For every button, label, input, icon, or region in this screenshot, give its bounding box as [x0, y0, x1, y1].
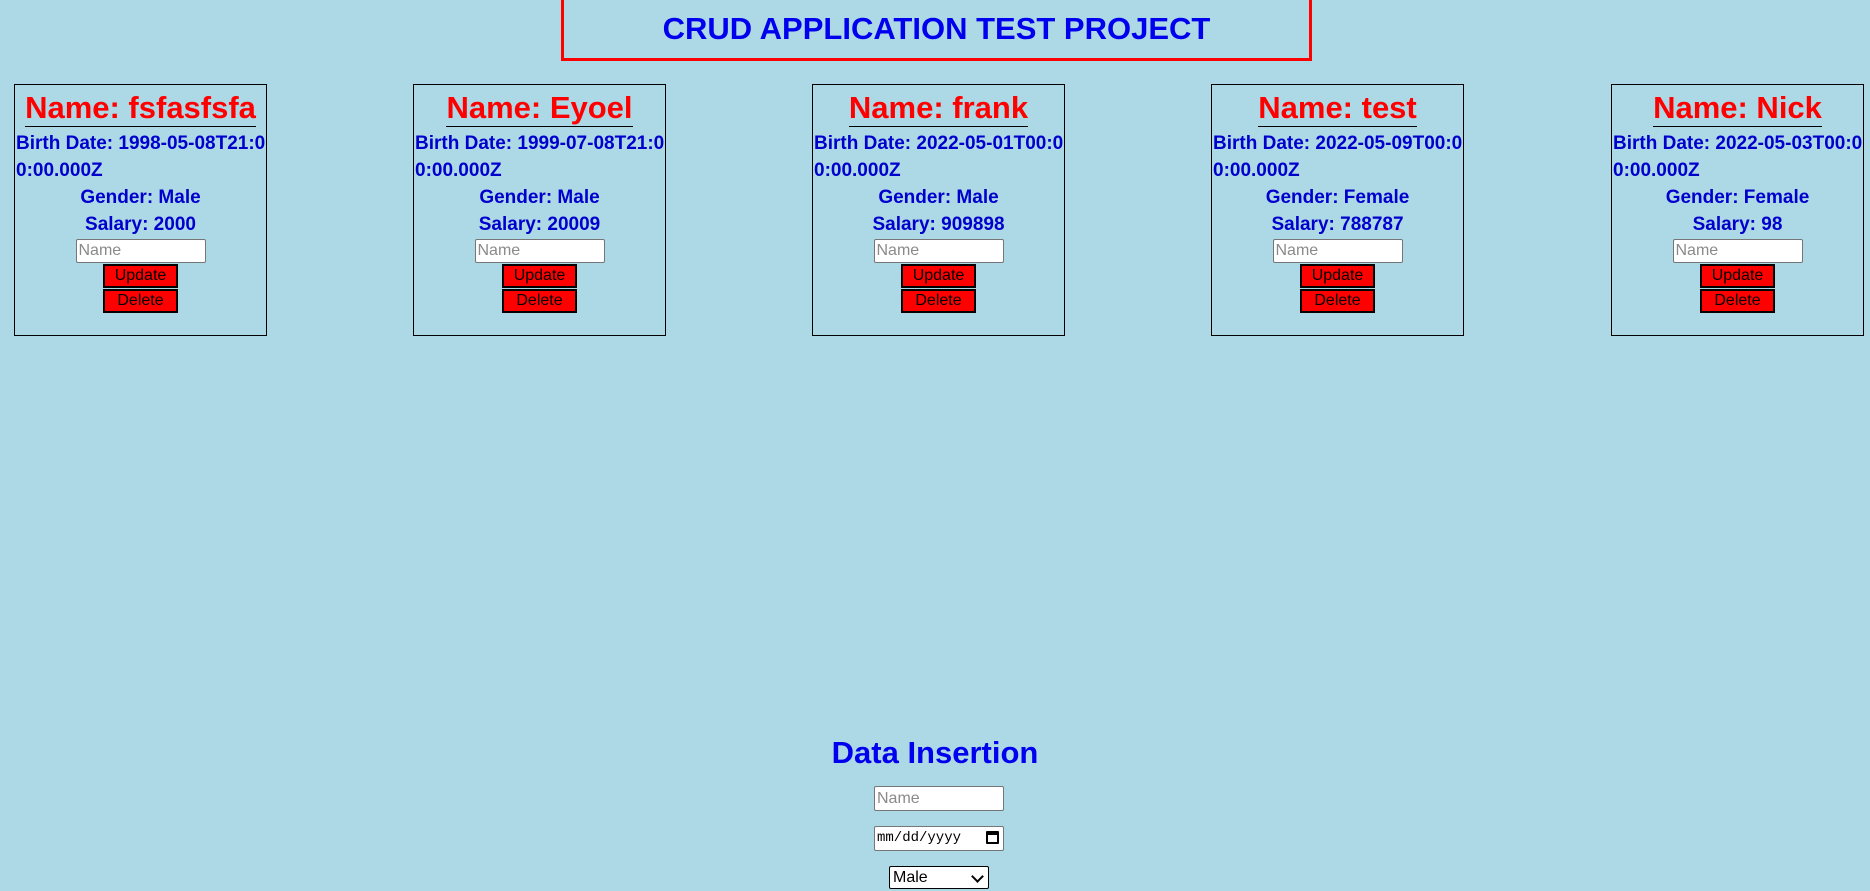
update-button[interactable]: Update: [1300, 264, 1375, 288]
card-salary: Salary: 788787: [1271, 214, 1404, 235]
card-salary: Salary: 2000: [85, 214, 196, 235]
insert-date-input[interactable]: mm/dd/yyyy: [874, 826, 1004, 851]
employee-card: Name: frank Birth Date: 2022-05-01T00:00…: [812, 84, 1065, 336]
card-salary: Salary: 98: [1692, 214, 1783, 235]
page-title-banner: CRUD APPLICATION TEST PROJECT: [561, 0, 1312, 61]
card-name-input[interactable]: [75, 239, 206, 263]
employee-card: Name: test Birth Date: 2022-05-09T00:00:…: [1211, 84, 1464, 336]
page-title: CRUD APPLICATION TEST PROJECT: [662, 11, 1211, 46]
card-name: Name: test: [1258, 90, 1417, 127]
update-button[interactable]: Update: [502, 264, 577, 288]
card-gender: Gender: Male: [878, 187, 999, 208]
card-name: Name: fsfasfsfa: [25, 90, 256, 127]
calendar-icon[interactable]: [986, 831, 999, 844]
date-placeholder: mm/dd/yyyy: [877, 830, 962, 846]
card-birth-date: Birth Date: 2022-05-03T00:00:00.000Z: [1613, 133, 1863, 181]
employee-card: Name: fsfasfsfa Birth Date: 1998-05-08T2…: [14, 84, 267, 336]
delete-button[interactable]: Delete: [1700, 289, 1775, 313]
update-button[interactable]: Update: [901, 264, 976, 288]
card-name-input[interactable]: [474, 239, 605, 263]
card-birth-date: Birth Date: 1999-07-08T21:00:00.000Z: [415, 133, 665, 181]
card-name-input[interactable]: [1672, 239, 1803, 263]
card-gender: Gender: Female: [1265, 187, 1410, 208]
card-salary: Salary: 20009: [478, 214, 601, 235]
card-salary: Salary: 909898: [872, 214, 1005, 235]
delete-button[interactable]: Delete: [502, 289, 577, 313]
card-birth-date: Birth Date: 2022-05-09T00:00:00.000Z: [1213, 133, 1463, 181]
chevron-down-icon: [971, 870, 984, 883]
update-button[interactable]: Update: [1700, 264, 1775, 288]
gender-select[interactable]: Male: [889, 866, 989, 889]
card-gender: Gender: Female: [1665, 187, 1810, 208]
employee-card: Name: Nick Birth Date: 2022-05-03T00:00:…: [1611, 84, 1864, 336]
card-name-input[interactable]: [873, 239, 1004, 263]
card-name: Name: Nick: [1653, 90, 1822, 127]
card-name: Name: Eyoel: [446, 90, 633, 127]
delete-button[interactable]: Delete: [901, 289, 976, 313]
employee-card: Name: Eyoel Birth Date: 1999-07-08T21:00…: [413, 84, 666, 336]
card-gender: Gender: Male: [479, 187, 600, 208]
card-birth-date: Birth Date: 2022-05-01T00:00:00.000Z: [814, 133, 1064, 181]
card-name: Name: frank: [848, 90, 1029, 127]
card-birth-date: Birth Date: 1998-05-08T21:00:00.000Z: [16, 133, 266, 181]
update-button[interactable]: Update: [103, 264, 178, 288]
delete-button[interactable]: Delete: [103, 289, 178, 313]
insertion-title: Data Insertion: [831, 735, 1039, 770]
gender-select-value: Male: [893, 869, 928, 886]
card-name-input[interactable]: [1272, 239, 1403, 263]
card-gender: Gender: Male: [80, 187, 201, 208]
insert-name-input[interactable]: [874, 786, 1004, 811]
delete-button[interactable]: Delete: [1300, 289, 1375, 313]
